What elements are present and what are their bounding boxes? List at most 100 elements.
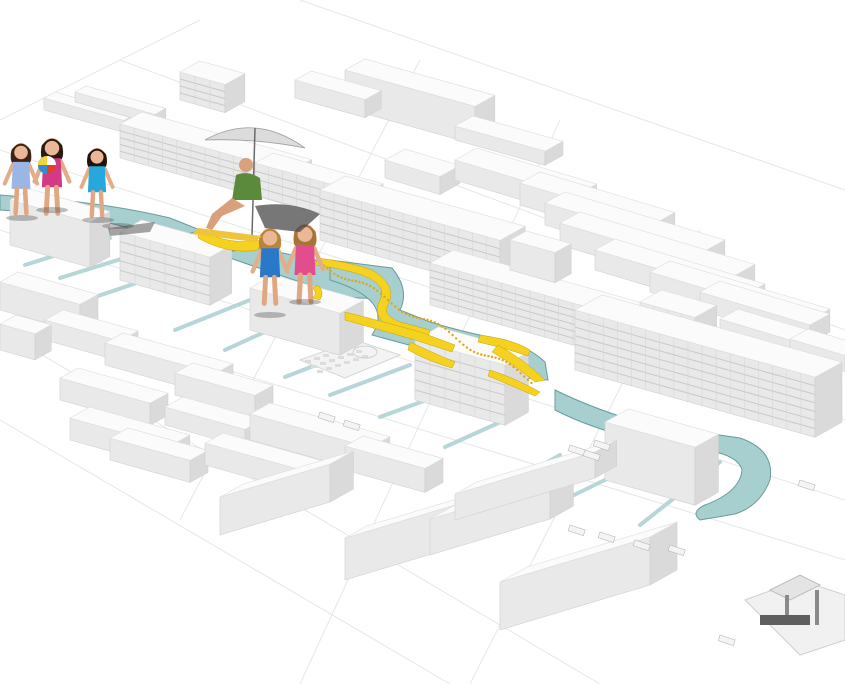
parasol-shadow <box>255 204 320 232</box>
flower-dot <box>505 360 508 364</box>
flower-dot <box>512 365 515 369</box>
face <box>44 140 60 156</box>
flower-dot <box>501 358 504 362</box>
street-line <box>0 419 451 684</box>
head <box>239 158 253 172</box>
vehicle <box>632 539 651 552</box>
pavilion-post <box>815 590 819 625</box>
flower-dot <box>497 357 501 360</box>
flower-dot <box>508 363 512 366</box>
building <box>344 435 444 493</box>
torso <box>11 161 31 189</box>
building <box>499 521 678 631</box>
floor-band <box>319 197 501 250</box>
flower-dot <box>383 295 386 299</box>
flower-dot <box>325 267 329 270</box>
building-roof <box>454 115 564 152</box>
building-roof <box>249 402 391 448</box>
people <box>2 127 326 318</box>
flower-dot <box>401 310 404 314</box>
flower-dot <box>462 343 465 346</box>
flower-dot <box>515 368 519 372</box>
floor-band <box>574 343 816 412</box>
flower-dot <box>408 314 411 317</box>
building-roof <box>639 289 718 318</box>
flower-dot <box>411 315 415 318</box>
face <box>262 230 278 246</box>
flower-dot <box>494 356 497 359</box>
flower-dot <box>519 372 522 375</box>
flower-dot <box>465 346 469 349</box>
flower-dot <box>451 333 454 337</box>
building <box>454 115 564 166</box>
leg <box>13 186 20 216</box>
pavilion-roof <box>768 574 822 601</box>
flower-dot <box>426 318 429 322</box>
floor-band <box>179 85 226 100</box>
vehicle <box>592 439 611 452</box>
building <box>509 230 572 284</box>
arm <box>58 159 72 184</box>
building <box>219 450 354 536</box>
building <box>119 219 233 306</box>
flower-dot <box>390 302 393 305</box>
building-roof <box>509 230 572 253</box>
pavilion-bench <box>760 615 810 625</box>
leg <box>271 274 279 306</box>
flower-dot <box>447 330 451 334</box>
building-roof <box>0 314 52 335</box>
flower-dot <box>351 279 354 282</box>
flower-bank <box>491 344 546 383</box>
flower-dot <box>343 277 347 281</box>
building-roof <box>44 309 139 342</box>
floor-band <box>574 352 816 421</box>
flower-dot <box>404 312 408 316</box>
flower-dot <box>372 286 375 290</box>
vehicle <box>717 634 736 647</box>
flower-dot <box>472 350 476 354</box>
shadow <box>36 207 68 213</box>
vehicle <box>667 544 686 557</box>
shadow <box>82 217 114 223</box>
arm <box>250 249 264 274</box>
ball-panel <box>47 156 56 165</box>
building-roof <box>174 362 274 396</box>
building-roof <box>74 85 167 115</box>
plaza-tile <box>338 356 344 359</box>
flower-dot <box>394 305 397 308</box>
building-front <box>499 536 651 631</box>
plaza-tile <box>353 358 359 361</box>
beach-towel <box>192 228 262 242</box>
flower-dot <box>523 375 526 378</box>
vehicle <box>597 531 616 544</box>
flower-dot <box>376 289 379 292</box>
building-roof <box>789 328 845 356</box>
shadow <box>6 215 38 221</box>
flower-dot <box>333 272 336 276</box>
flower-dot <box>476 352 479 355</box>
arm <box>311 245 326 272</box>
flower-bank <box>407 341 456 369</box>
building <box>174 362 274 418</box>
plaza-tile <box>314 357 320 360</box>
plaza-tile <box>323 354 329 357</box>
building-roof <box>59 367 169 404</box>
flower-dot <box>437 322 440 326</box>
plaza-tile <box>356 350 362 353</box>
flower-bank <box>344 311 456 353</box>
plaza-tile <box>362 355 368 358</box>
plaza-tile <box>305 360 311 363</box>
torso <box>259 248 281 278</box>
floor-band <box>574 318 816 387</box>
flower-dot <box>358 280 361 284</box>
building-roof <box>604 408 720 448</box>
flower-dot <box>329 270 332 273</box>
building-roof <box>0 271 99 305</box>
leg <box>89 189 96 218</box>
building <box>109 427 209 483</box>
plaza-tile <box>344 361 350 364</box>
floor-band <box>574 360 816 430</box>
plaza-tile <box>320 362 326 365</box>
building-roof <box>104 332 234 375</box>
beach-ball-icon <box>38 156 56 174</box>
